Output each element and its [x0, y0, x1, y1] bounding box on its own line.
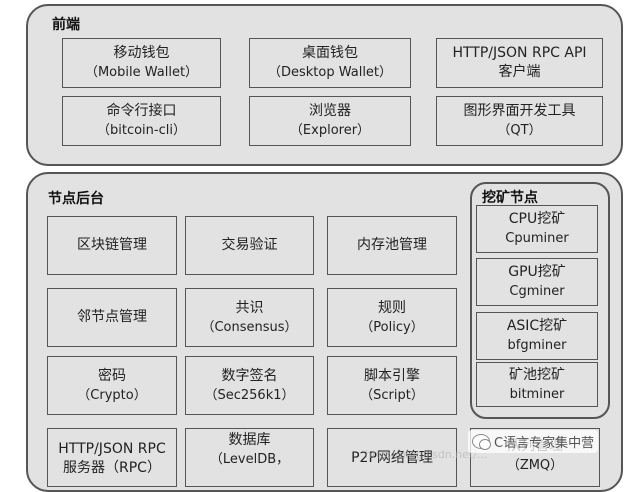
wechat-label: C语言专家集中营	[494, 436, 595, 451]
frontend-box-desktop-wallet: 桌面钱包（Desktop Wallet）	[249, 38, 411, 88]
backend-box-signature: 数字签名（Sec256k1）	[185, 356, 314, 415]
backend-box-peers: 邻节点管理	[47, 288, 177, 347]
frontend-title: 前端	[52, 17, 80, 33]
wechat-badge: C语言专家集中营	[468, 430, 599, 453]
backend-title: 节点后台	[48, 191, 104, 207]
watermark-text: http://blog.csdn.net/...	[365, 448, 488, 461]
backend-box-tx-validation: 交易验证	[185, 216, 314, 275]
wechat-icon	[472, 434, 491, 450]
mining-title: 挖矿节点	[482, 190, 538, 206]
backend-box-policy: 规则（Policy）	[327, 288, 457, 347]
backend-box-crypto: 密码（Crypto）	[47, 356, 177, 415]
frontend-box-mobile-wallet: 移动钱包（Mobile Wallet）	[62, 38, 221, 88]
frontend-box-explorer: 浏览器（Explorer）	[249, 96, 411, 146]
backend-box-mempool: 内存池管理	[327, 216, 457, 275]
frontend-box-cli: 命令行接口（bitcoin-cli）	[62, 96, 221, 146]
backend-box-consensus: 共识（Consensus）	[185, 288, 314, 347]
frontend-box-qt: 图形界面开发工具（QT）	[436, 96, 603, 146]
backend-box-script: 脚本引擎（Script）	[327, 356, 457, 415]
backend-box-database: 数据库（LevelDB，	[185, 428, 314, 487]
backend-box-blockchain: 区块链管理	[47, 216, 177, 275]
